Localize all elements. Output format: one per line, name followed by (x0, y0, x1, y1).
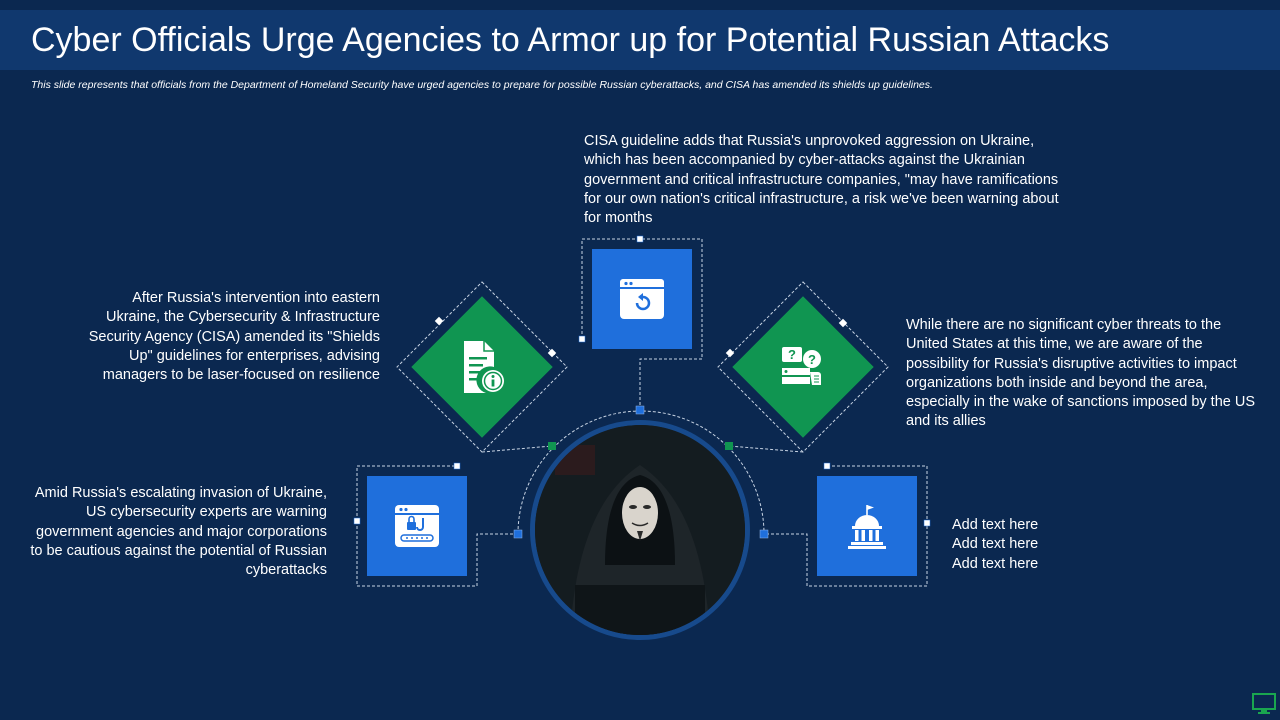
top-text-block: CISA guideline adds that Russia's unprov… (584, 133, 1059, 227)
document-info-icon (464, 341, 504, 393)
browser-refresh-icon (620, 279, 664, 319)
right-diamond-icon-holder: ? ? (773, 337, 833, 397)
top-icon-tile (592, 249, 692, 349)
government-building-icon (848, 505, 886, 549)
bottom-left-text-block: Amid Russia's escalating invasion of Ukr… (30, 485, 327, 579)
placeholder-line: Add text here (952, 517, 1039, 533)
title-bar (0, 10, 1280, 70)
bottom-left-icon-tile (367, 476, 467, 576)
bottom-right-icon-tile (817, 476, 917, 576)
left-diamond-icon-holder (452, 337, 512, 397)
question-support-icon: ? ? (782, 347, 821, 385)
svg-text:?: ? (808, 352, 816, 367)
placeholder-line: Add text here (952, 555, 1039, 572)
right-text-block: While there are no significant cyber thr… (906, 317, 1255, 430)
slide-subtitle: This slide represents that officials fro… (31, 79, 933, 91)
svg-text:?: ? (788, 347, 796, 362)
hooded-hacker-image (535, 425, 745, 635)
monitor-icon[interactable] (1252, 693, 1276, 715)
hacker-photo (530, 420, 750, 640)
bottom-right-text-block: Add text here Add text here Add text her… (952, 516, 1152, 574)
placeholder-line: Add text here (952, 536, 1039, 553)
left-text-block: After Russia's intervention into eastern… (88, 290, 380, 384)
slide-title: Cyber Officials Urge Agencies to Armor u… (31, 21, 1110, 59)
secure-login-icon (395, 505, 439, 547)
